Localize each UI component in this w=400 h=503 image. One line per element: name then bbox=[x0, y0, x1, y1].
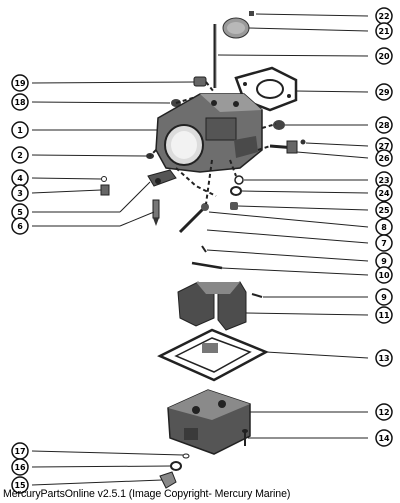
part-4-ring bbox=[101, 176, 107, 182]
callout-2: 2 bbox=[11, 146, 29, 164]
callout-26: 26 bbox=[375, 149, 393, 167]
callout-label-2: 2 bbox=[17, 151, 23, 160]
callout-label-10: 10 bbox=[378, 271, 390, 280]
callout-label-29: 29 bbox=[378, 88, 390, 97]
callouts-right: 22 21 20 29 28 27 26 23 24 25 8 7 9 10 9… bbox=[375, 7, 393, 447]
callout-label-18: 18 bbox=[14, 98, 26, 107]
callout-label-27: 27 bbox=[378, 142, 389, 151]
part-24-washer bbox=[230, 186, 242, 196]
callout-label-3: 3 bbox=[17, 189, 23, 198]
copyright-caption: MercuryPartsOnline v2.5.1 (Image Copyrig… bbox=[3, 488, 291, 500]
callout-17: 17 bbox=[11, 442, 29, 460]
callout-label-16: 16 bbox=[14, 463, 26, 472]
callout-label-7: 7 bbox=[381, 239, 387, 248]
part-6-needle bbox=[152, 199, 160, 226]
part-22-screw bbox=[249, 11, 254, 16]
part-7-pin bbox=[201, 245, 207, 253]
callout-20: 20 bbox=[375, 47, 393, 65]
part-28-nut bbox=[273, 120, 285, 130]
callout-label-20: 20 bbox=[378, 52, 390, 61]
part-9-spring bbox=[251, 293, 263, 298]
callout-label-28: 28 bbox=[378, 121, 390, 130]
callout-3: 3 bbox=[11, 184, 29, 202]
part-13-bowl-gasket bbox=[157, 328, 269, 382]
callout-label-26: 26 bbox=[378, 154, 390, 163]
callout-label-8: 8 bbox=[381, 223, 387, 232]
callout-24: 24 bbox=[375, 184, 393, 202]
callout-label-6: 6 bbox=[17, 222, 23, 231]
callout-21: 21 bbox=[375, 22, 393, 40]
callout-label-25: 25 bbox=[378, 206, 390, 215]
callout-label-4: 4 bbox=[17, 174, 23, 183]
part-5-lever bbox=[147, 169, 177, 187]
part-16-washer bbox=[170, 461, 182, 471]
callout-label-12: 12 bbox=[378, 408, 389, 417]
callout-1: 1 bbox=[11, 121, 29, 139]
callout-28: 28 bbox=[375, 116, 393, 134]
part-26-27-linkage bbox=[269, 139, 306, 154]
callout-25: 25 bbox=[375, 201, 393, 219]
callout-15: 15 bbox=[11, 476, 29, 494]
callout-label-24: 24 bbox=[378, 189, 390, 198]
leader-lines bbox=[31, 13, 369, 486]
callout-11: 11 bbox=[375, 306, 393, 324]
callout-6: 6 bbox=[11, 217, 29, 235]
callout-label-1: 1 bbox=[17, 126, 23, 135]
callout-29: 29 bbox=[375, 83, 393, 101]
callout-10: 10 bbox=[375, 266, 393, 284]
callout-14: 14 bbox=[375, 429, 393, 447]
assembly-dashed-lines bbox=[149, 81, 277, 205]
callout-16: 16 bbox=[11, 458, 29, 476]
callout-label-9-upper: 9 bbox=[381, 257, 387, 266]
part-23-ring bbox=[234, 175, 244, 185]
callout-label-5: 5 bbox=[17, 208, 23, 217]
callout-label-21: 21 bbox=[378, 27, 390, 36]
part-8-screw bbox=[178, 203, 209, 234]
callout-label-11: 11 bbox=[378, 311, 390, 320]
callout-label-22: 22 bbox=[378, 12, 389, 21]
part-21-plug bbox=[222, 17, 250, 39]
callout-label-13: 13 bbox=[378, 354, 389, 363]
callout-12: 12 bbox=[375, 403, 393, 421]
callout-9-lower: 9 bbox=[375, 288, 393, 306]
part-20-rod bbox=[213, 24, 217, 88]
callout-label-19: 19 bbox=[14, 79, 26, 88]
callout-label-15: 15 bbox=[14, 481, 26, 490]
callout-22: 22 bbox=[375, 7, 393, 25]
callout-label-9-lower: 9 bbox=[381, 293, 387, 302]
callout-4: 4 bbox=[11, 169, 29, 187]
callout-18: 18 bbox=[11, 93, 29, 111]
callout-13: 13 bbox=[375, 349, 393, 367]
part-11-float bbox=[177, 281, 247, 331]
part-14-screw bbox=[242, 429, 248, 446]
part-15-drain-plug bbox=[159, 471, 177, 489]
part-17-ring bbox=[182, 453, 190, 459]
part-25-plug bbox=[230, 202, 238, 210]
callout-label-17: 17 bbox=[14, 447, 25, 456]
callout-label-23: 23 bbox=[378, 176, 389, 185]
callout-label-14: 14 bbox=[378, 434, 390, 443]
part-19-nut bbox=[193, 76, 207, 87]
part-3-jet bbox=[100, 184, 110, 196]
part-12-float-bowl bbox=[167, 389, 251, 455]
part-1-carburetor-body bbox=[155, 93, 263, 173]
part-10-hinge-pin bbox=[191, 261, 223, 270]
callouts-left: 19 18 1 2 4 3 5 6 17 16 15 bbox=[11, 74, 29, 494]
callout-8: 8 bbox=[375, 218, 393, 236]
callout-19: 19 bbox=[11, 74, 29, 92]
callout-7: 7 bbox=[375, 234, 393, 252]
